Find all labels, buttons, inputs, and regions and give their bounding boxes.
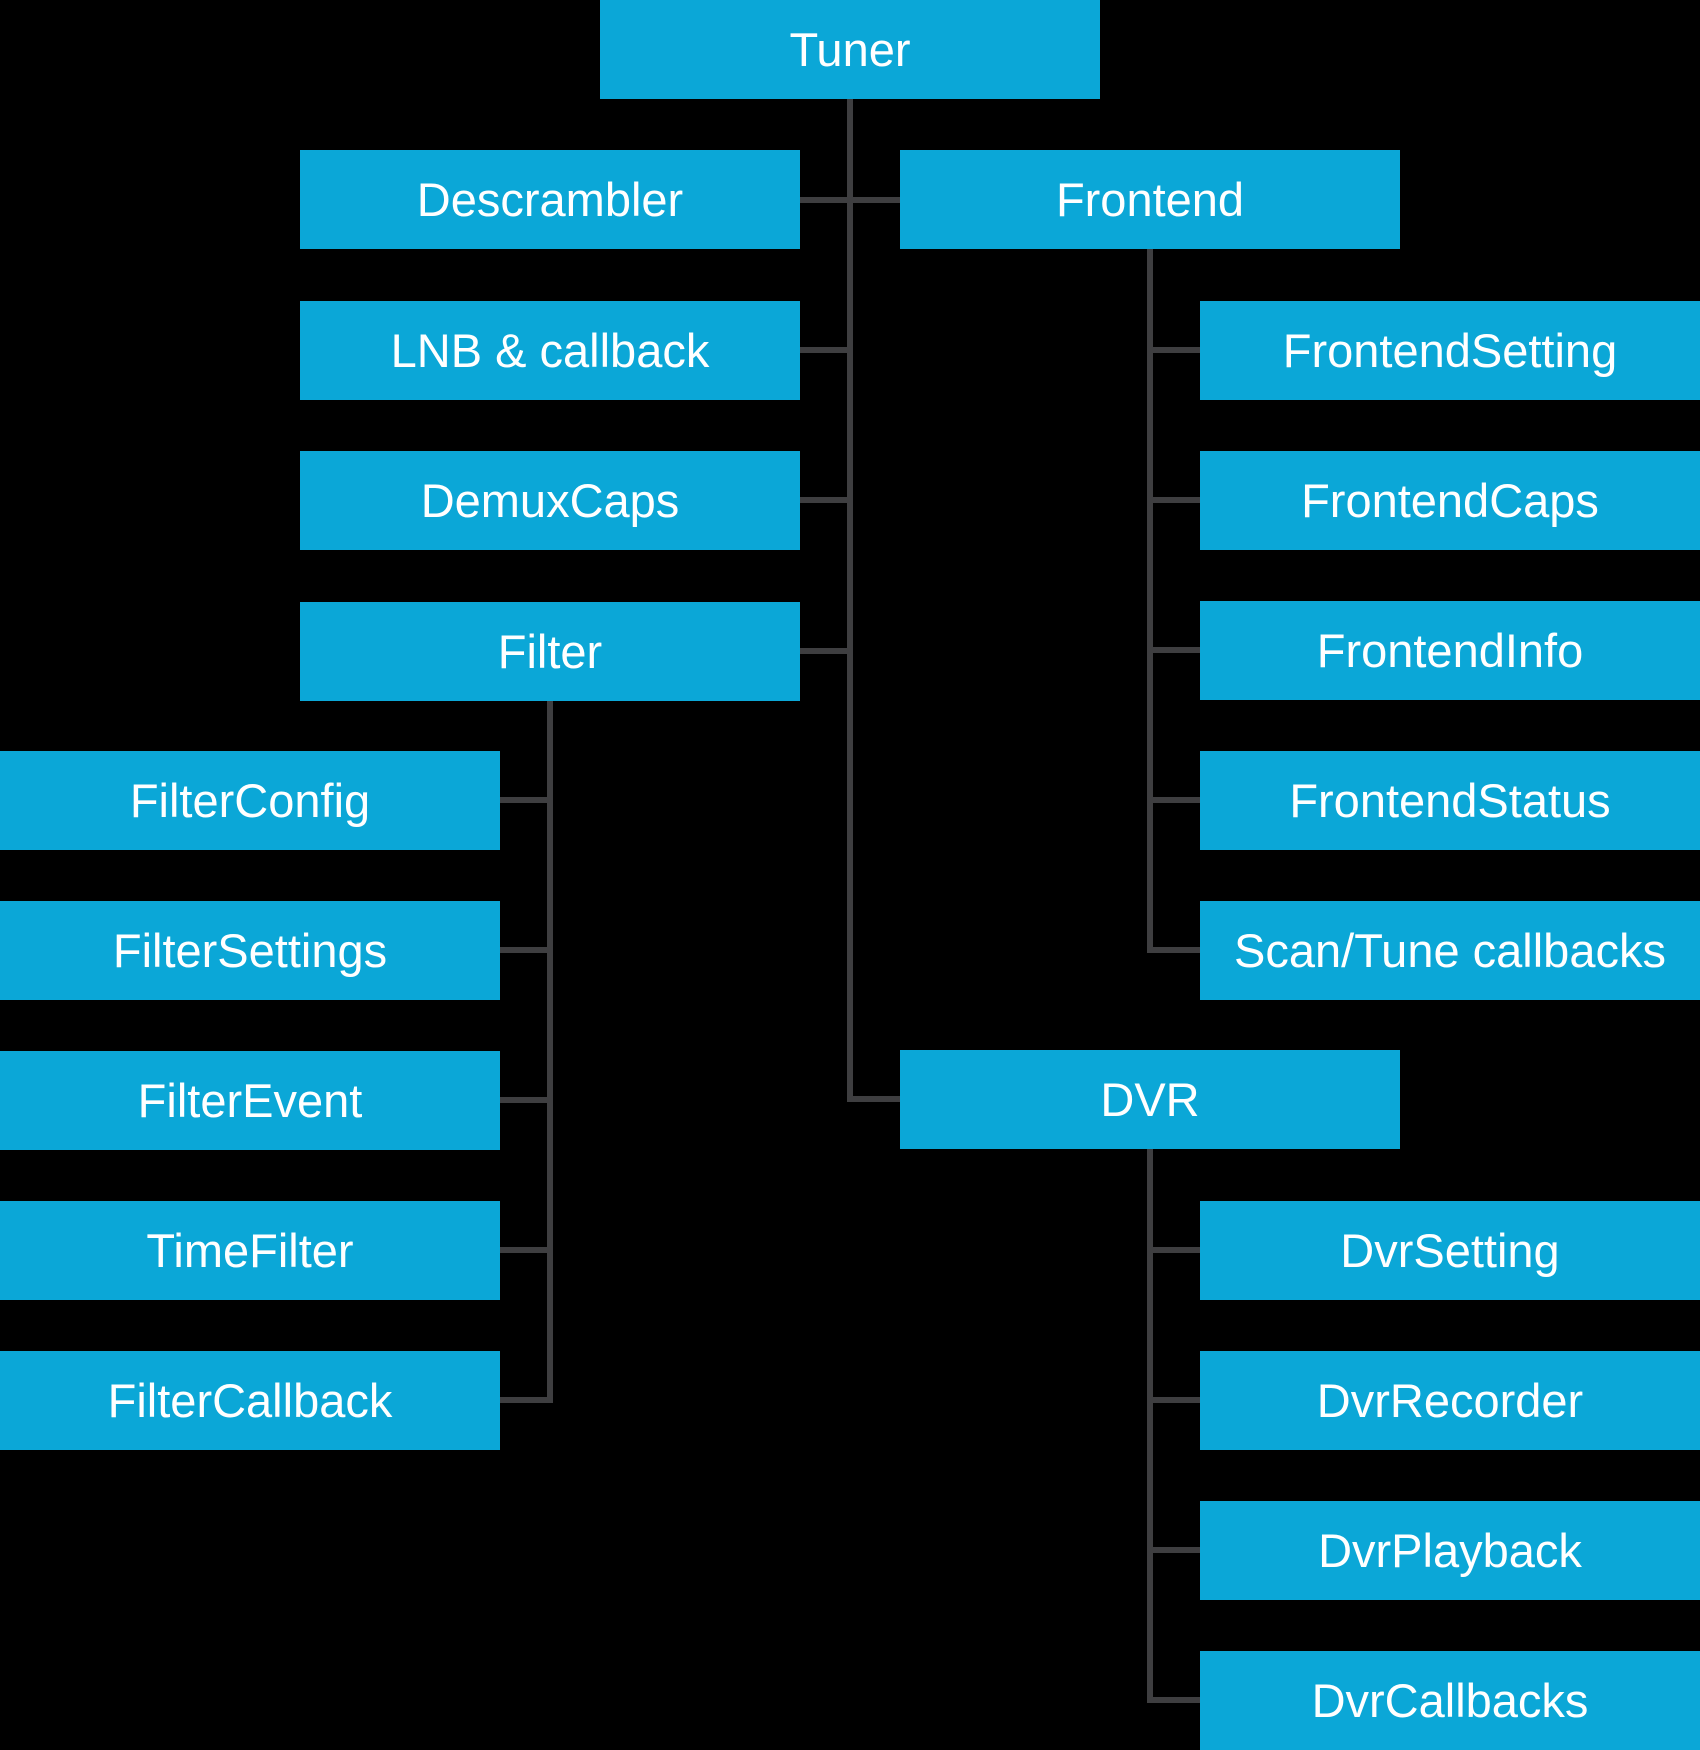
node-dvr-callbacks: DvrCallbacks — [1200, 1651, 1700, 1750]
node-filter: Filter — [300, 602, 800, 701]
node-filter-label: Filter — [497, 625, 603, 678]
connector-frontend-setting-stub — [1147, 347, 1200, 353]
node-dvr-label: DVR — [1100, 1073, 1200, 1126]
connector-scan-tune-stub — [1147, 947, 1200, 953]
node-demux-caps-label: DemuxCaps — [420, 474, 680, 527]
connector-dvr-setting-stub — [1147, 1247, 1200, 1253]
node-filter-event: FilterEvent — [0, 1051, 500, 1150]
node-filter-settings: FilterSettings — [0, 901, 500, 1000]
connector-filter-callback-stub — [500, 1397, 553, 1403]
node-tuner-label: Tuner — [789, 23, 911, 76]
node-scan-tune-callbacks: Scan/Tune callbacks — [1200, 901, 1700, 1000]
node-demux-caps: DemuxCaps — [300, 451, 800, 550]
node-filter-callback: FilterCallback — [0, 1351, 500, 1450]
node-frontend-caps-label: FrontendCaps — [1301, 474, 1599, 527]
node-time-filter-label: TimeFilter — [146, 1224, 354, 1277]
node-frontend-caps: FrontendCaps — [1200, 451, 1700, 550]
node-frontend-info-label: FrontendInfo — [1316, 624, 1584, 677]
node-lnb-callback: LNB & callback — [300, 301, 800, 400]
connector-descrambler-frontend — [800, 197, 900, 203]
connector-filter-settings-stub — [500, 947, 553, 953]
node-frontend-label: Frontend — [1055, 173, 1245, 226]
connector-tuner-trunk — [847, 99, 853, 1102]
connector-dvr-playback-stub — [1147, 1547, 1200, 1553]
node-filter-settings-label: FilterSettings — [112, 924, 388, 977]
node-tuner: Tuner — [600, 0, 1100, 99]
node-frontend-status-label: FrontendStatus — [1289, 774, 1611, 827]
node-frontend-setting-label: FrontendSetting — [1282, 324, 1618, 377]
node-frontend-status: FrontendStatus — [1200, 751, 1700, 850]
connector-filter-trunk — [547, 701, 553, 1403]
node-dvr-setting: DvrSetting — [1200, 1201, 1700, 1300]
connector-frontend-info-stub — [1147, 647, 1200, 653]
node-scan-tune-callbacks-label: Scan/Tune callbacks — [1234, 924, 1666, 977]
connector-dvr-trunk — [1147, 1149, 1153, 1703]
node-frontend-setting: FrontendSetting — [1200, 301, 1700, 400]
node-descrambler: Descrambler — [300, 150, 800, 249]
node-dvr: DVR — [900, 1050, 1400, 1149]
connector-dvr-callbacks-stub — [1147, 1697, 1200, 1703]
node-dvr-callbacks-label: DvrCallbacks — [1311, 1674, 1589, 1727]
node-dvr-recorder: DvrRecorder — [1200, 1351, 1700, 1450]
connector-dvr-recorder-stub — [1147, 1397, 1200, 1403]
connector-lnb-stub — [800, 347, 853, 353]
node-time-filter: TimeFilter — [0, 1201, 500, 1300]
connector-filter-event-stub — [500, 1097, 553, 1103]
connector-frontend-trunk — [1147, 249, 1153, 953]
node-dvr-setting-label: DvrSetting — [1340, 1224, 1560, 1277]
connector-frontend-status-stub — [1147, 797, 1200, 803]
connector-dvr-stub — [847, 1096, 900, 1102]
connector-filter-stub — [800, 648, 853, 654]
node-frontend-info: FrontendInfo — [1200, 601, 1700, 700]
node-filter-config: FilterConfig — [0, 751, 500, 850]
node-dvr-playback: DvrPlayback — [1200, 1501, 1700, 1600]
node-filter-config-label: FilterConfig — [129, 774, 371, 827]
connector-frontend-caps-stub — [1147, 497, 1200, 503]
node-filter-callback-label: FilterCallback — [107, 1374, 393, 1427]
node-filter-event-label: FilterEvent — [137, 1074, 363, 1127]
node-descrambler-label: Descrambler — [416, 173, 684, 226]
connector-time-filter-stub — [500, 1247, 553, 1253]
node-lnb-callback-label: LNB & callback — [390, 324, 710, 377]
node-dvr-recorder-label: DvrRecorder — [1316, 1374, 1584, 1427]
connector-demuxcaps-stub — [800, 497, 853, 503]
connector-filter-config-stub — [500, 797, 553, 803]
node-frontend: Frontend — [900, 150, 1400, 249]
node-dvr-playback-label: DvrPlayback — [1318, 1524, 1582, 1577]
